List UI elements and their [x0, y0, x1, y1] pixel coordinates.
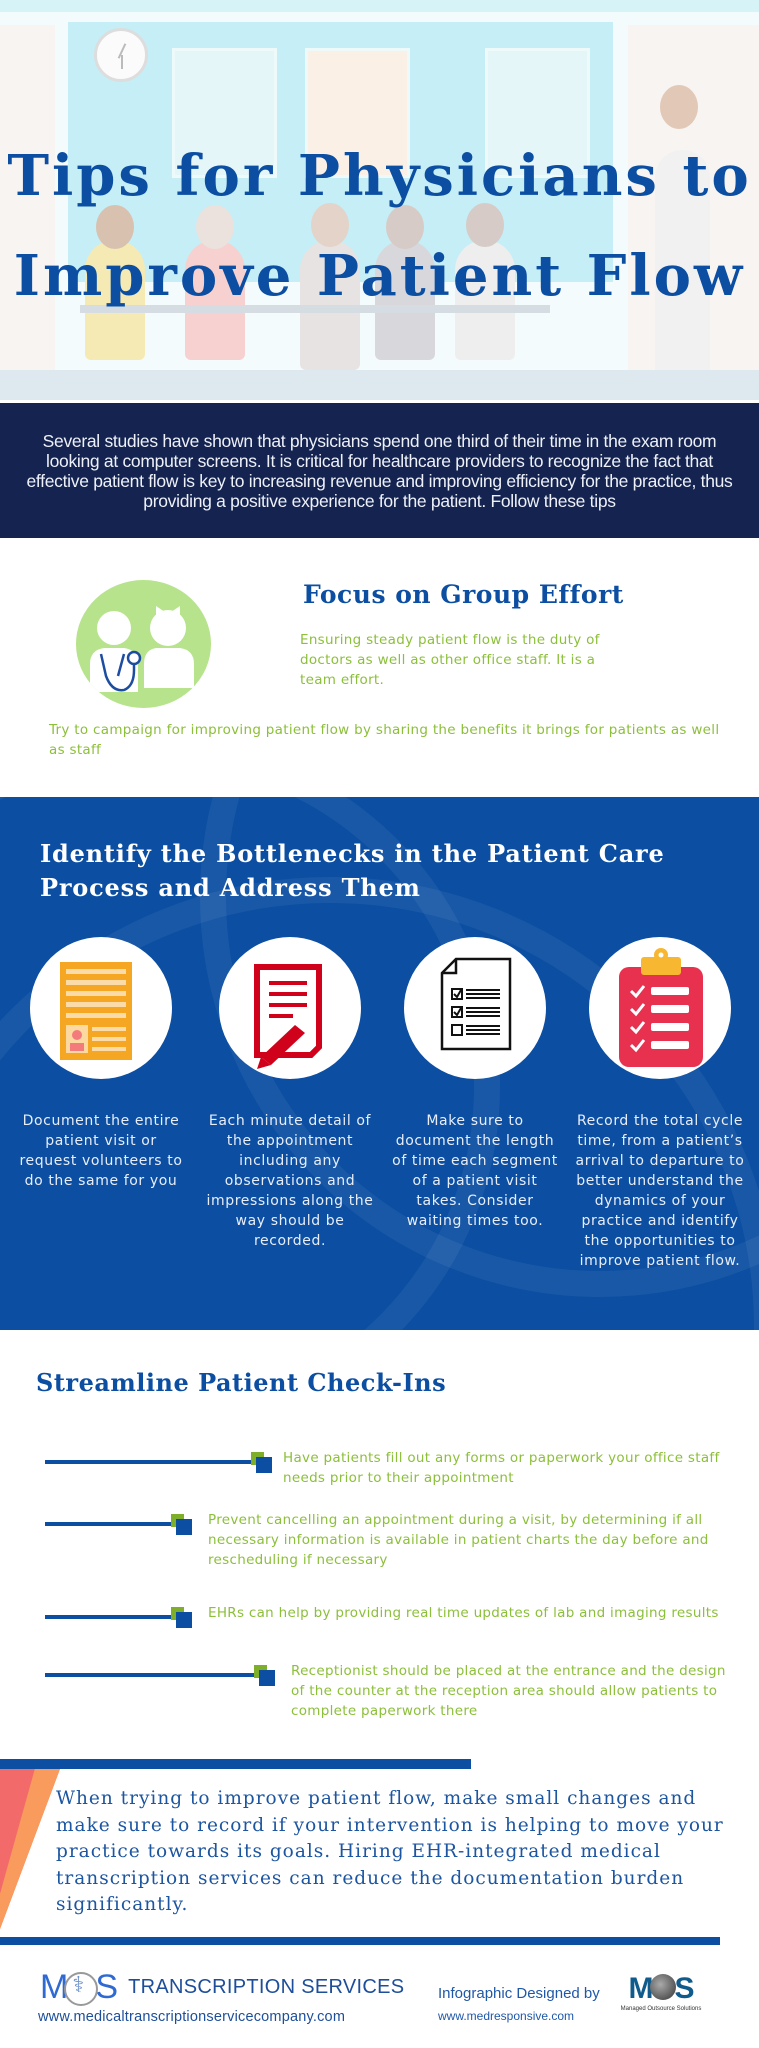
streamline-text: Prevent cancelling an appointment during… [208, 1512, 709, 1568]
patient-head [311, 203, 349, 247]
intro-text: Several studies have shown that physicia… [26, 430, 733, 511]
streamline-heading: Streamline Patient Check-Ins [36, 1368, 447, 1397]
connector-line [45, 1522, 175, 1526]
hero-door-left [0, 25, 55, 400]
document-pencil-icon [219, 937, 361, 1079]
streamline-section: Streamline Patient Check-Ins Have patien… [0, 1330, 759, 1750]
streamline-text: Have patients fill out any forms or pape… [283, 1450, 720, 1486]
medresponsive-link[interactable]: www.medresponsive.com [438, 2009, 575, 2023]
designed-by-label: Infographic Designed by [438, 1985, 600, 2002]
doctor-figure [655, 150, 710, 390]
bottlenecks-section: Identify the Bottlenecks in the Patient … [0, 797, 759, 1330]
bullet-square-icon [171, 1607, 192, 1628]
bottleneck-card: Each minute detail of the appointment in… [205, 937, 375, 1251]
bottleneck-card: Document the entire patient visit or req… [16, 937, 186, 1191]
page-title: Tips for Physicians to Improve Patient F… [0, 126, 759, 326]
hero-floor [0, 370, 759, 400]
bottleneck-text: Record the total cycle time, from a pati… [575, 1113, 745, 1269]
bottleneck-card: Record the total cycle time, from a pati… [575, 937, 745, 1271]
conclusion-bottom-bar [0, 1937, 720, 1945]
clock-icon [94, 28, 148, 82]
patient-figure [375, 240, 435, 360]
no-smoking-poster-icon [305, 48, 410, 178]
patient-figure [85, 240, 145, 360]
streamline-text: EHRs can help by providing real time upd… [208, 1605, 719, 1621]
doctor-head [660, 85, 698, 129]
bottleneck-card: Make sure to document the length of time… [390, 937, 560, 1231]
clipboard-checklist-icon [589, 937, 731, 1079]
group-effort-campaign: Try to campaign for improving patient fl… [49, 722, 720, 758]
lungs-poster-icon [485, 48, 590, 178]
connector-line [45, 1460, 255, 1464]
group-effort-description: Ensuring steady patient flow is the duty… [300, 632, 600, 688]
mts-company-name: TRANSCRIPTION SERVICES [128, 1976, 405, 1998]
heart-poster-icon [172, 48, 277, 178]
patient-figure [185, 240, 245, 360]
conclusion-text: When trying to improve patient flow, mak… [56, 1788, 724, 1916]
hero-top-strip [0, 0, 759, 12]
caduceus-icon [64, 1972, 99, 2007]
bottleneck-text: Document the entire patient visit or req… [19, 1113, 183, 1189]
patient-head [96, 205, 134, 249]
bottlenecks-heading: Identify the Bottlenecks in the Patient … [40, 839, 665, 902]
mts-website-link[interactable]: www.medicaltranscriptionservicecompany.c… [38, 2009, 346, 2025]
hero-banner: Tips for Physicians to Improve Patient F… [0, 0, 759, 400]
waiting-chairs [80, 305, 550, 313]
globe-icon [650, 1974, 677, 2001]
conclusion-top-bar [0, 1759, 471, 1769]
streamline-text: Receptionist should be placed at the ent… [291, 1663, 726, 1719]
intro-section: Several studies have shown that physicia… [0, 403, 759, 538]
bottleneck-text: Make sure to document the length of time… [392, 1113, 558, 1229]
bottleneck-text: Each minute detail of the appointment in… [206, 1113, 374, 1249]
bullet-square-icon [254, 1665, 275, 1686]
patient-record-document-icon [30, 937, 172, 1079]
mos-logo-s: S [674, 1972, 694, 2005]
title-line-2: Improve Patient Flow [13, 243, 746, 309]
title-line-1: Tips for Physicians to [7, 143, 752, 209]
patient-head [466, 203, 504, 247]
mts-logo-s: S [95, 1968, 118, 2006]
mts-logo: MS [40, 1968, 118, 2007]
bullet-square-icon [171, 1514, 192, 1535]
patient-head [386, 205, 424, 249]
connector-line [45, 1615, 175, 1619]
mos-logo-m: M [628, 1972, 653, 2005]
connector-line [45, 1673, 258, 1677]
doctor-patient-stethoscope-icon [76, 580, 211, 708]
mts-branding: MS TRANSCRIPTION SERVICES [40, 1968, 404, 2007]
group-effort-heading: Focus on Group Effort [303, 580, 624, 609]
group-effort-section: Focus on Group Effort Ensuring steady pa… [0, 540, 759, 795]
mos-tagline: Managed Outsource Solutions [620, 2006, 702, 2012]
patient-head [196, 205, 234, 249]
bullet-square-icon [251, 1452, 272, 1473]
patient-figure [455, 240, 515, 360]
checklist-document-icon [404, 937, 546, 1079]
mts-logo-m: M [40, 1968, 68, 2006]
